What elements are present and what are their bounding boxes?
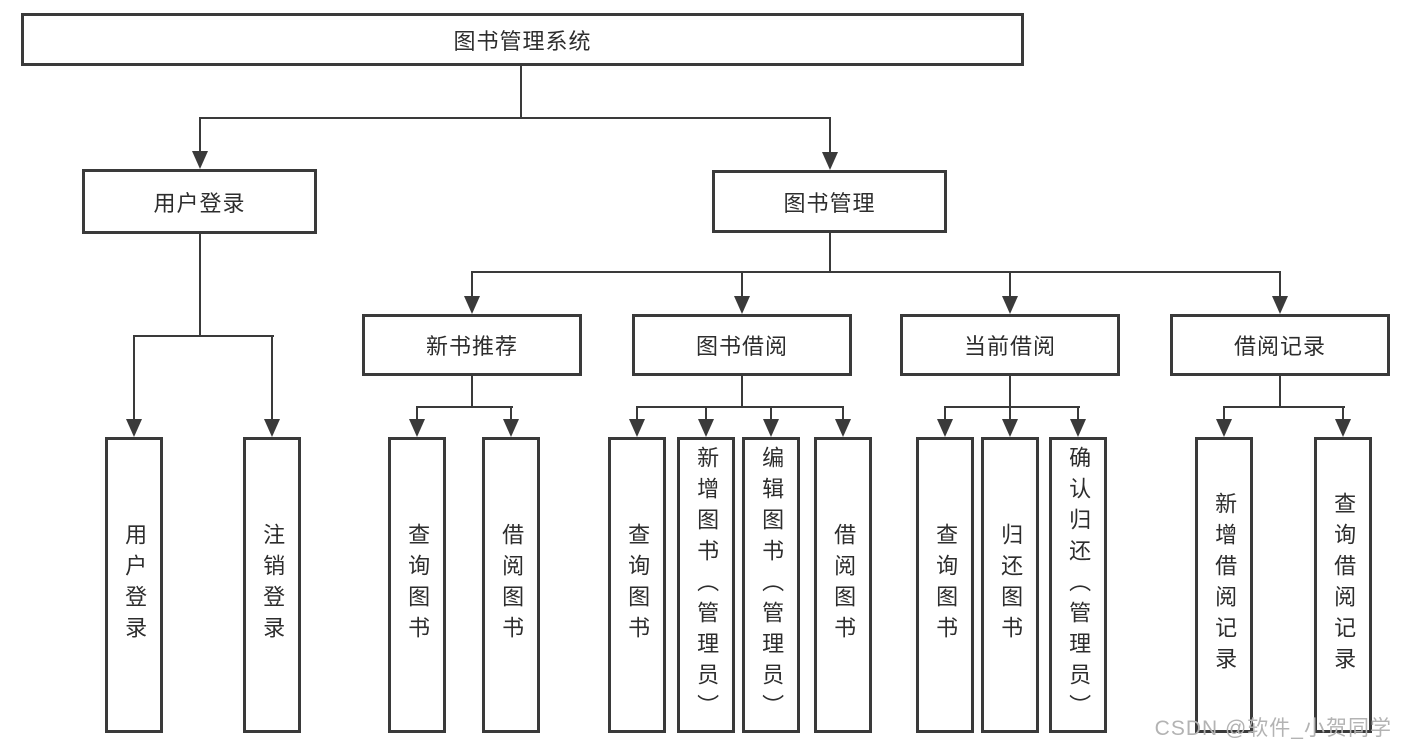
node-current-borrow-label: 当前借阅 bbox=[963, 334, 1056, 359]
connector-root-branch bbox=[199, 117, 831, 119]
arrow-down-icon bbox=[937, 419, 953, 437]
node-leaf-add-books-admin: 新增图书（管理员） bbox=[677, 437, 735, 733]
arrow-down-icon bbox=[1216, 419, 1232, 437]
connector-current-borrow-branch bbox=[944, 406, 1080, 408]
node-leaf-confirm-return-admin: 确认归还（管理员） bbox=[1049, 437, 1107, 733]
node-leaf-label: 查询借阅记录 bbox=[1331, 492, 1357, 678]
arrow-down-icon bbox=[409, 419, 425, 437]
connector-stem-current-borrow bbox=[1009, 272, 1011, 300]
node-book-mgmt: 图书管理 bbox=[712, 170, 947, 233]
node-current-borrow: 当前借阅 bbox=[900, 314, 1120, 376]
arrow-down-icon bbox=[503, 419, 519, 437]
node-user-login: 用户登录 bbox=[82, 169, 317, 234]
connector-stem-leaf bbox=[636, 407, 638, 423]
node-leaf-label: 新增图书（管理员） bbox=[694, 445, 720, 725]
node-new-book-rec-label: 新书推荐 bbox=[425, 334, 518, 359]
node-leaf-label: 查询图书 bbox=[625, 523, 651, 647]
node-leaf-label: 确认归还（管理员） bbox=[1066, 445, 1092, 725]
connector-stem-leaf bbox=[271, 336, 273, 423]
node-leaf-label: 归还图书 bbox=[998, 523, 1024, 647]
arrow-down-icon bbox=[763, 419, 779, 437]
connector-book-mgmt-stem bbox=[829, 233, 831, 272]
node-borrow-records: 借阅记录 bbox=[1170, 314, 1390, 376]
node-leaf-query-books-3: 查询图书 bbox=[916, 437, 974, 733]
node-leaf-label: 借阅图书 bbox=[499, 523, 525, 647]
node-leaf-user-login: 用户登录 bbox=[105, 437, 163, 733]
arrow-down-icon bbox=[822, 152, 838, 170]
node-leaf-query-books-1: 查询图书 bbox=[388, 437, 446, 733]
connector-stem-leaf bbox=[944, 407, 946, 423]
connector-user-login-branch bbox=[133, 335, 274, 337]
connector-borrow-records-branch bbox=[1223, 406, 1345, 408]
connector-stem-book-mgmt bbox=[829, 118, 831, 156]
connector-stem-leaf bbox=[770, 407, 772, 423]
arrow-down-icon bbox=[192, 151, 208, 169]
node-leaf-label: 查询图书 bbox=[405, 523, 431, 647]
connector-level3-branch bbox=[471, 271, 1281, 273]
connector-stem-book-borrow bbox=[741, 272, 743, 300]
node-leaf-add-borrow-record: 新增借阅记录 bbox=[1195, 437, 1253, 733]
connector-root-stem bbox=[520, 66, 522, 118]
connector-stem-new-book bbox=[471, 272, 473, 300]
node-borrow-records-label: 借阅记录 bbox=[1233, 334, 1326, 359]
arrow-down-icon bbox=[1335, 419, 1351, 437]
arrow-down-icon bbox=[1002, 296, 1018, 314]
arrow-down-icon bbox=[264, 419, 280, 437]
node-leaf-label: 借阅图书 bbox=[831, 523, 857, 647]
arrow-down-icon bbox=[126, 419, 142, 437]
node-book-borrow: 图书借阅 bbox=[632, 314, 852, 376]
node-leaf-logout: 注销登录 bbox=[243, 437, 301, 733]
connector-user-login-stem bbox=[199, 234, 201, 336]
arrow-down-icon bbox=[1002, 419, 1018, 437]
connector-new-book-branch bbox=[416, 406, 513, 408]
connector-new-book-stem bbox=[471, 376, 473, 407]
arrow-down-icon bbox=[629, 419, 645, 437]
connector-stem-leaf bbox=[705, 407, 707, 423]
node-leaf-query-books-2: 查询图书 bbox=[608, 437, 666, 733]
connector-stem-user-login bbox=[199, 118, 201, 155]
node-leaf-query-borrow-record: 查询借阅记录 bbox=[1314, 437, 1372, 733]
node-leaf-label: 查询图书 bbox=[933, 523, 959, 647]
node-library-system: 图书管理系统 bbox=[21, 13, 1024, 66]
arrow-down-icon bbox=[1070, 419, 1086, 437]
connector-stem-leaf bbox=[1342, 407, 1344, 423]
node-leaf-borrow-books-1: 借阅图书 bbox=[482, 437, 540, 733]
connector-stem-leaf bbox=[842, 407, 844, 423]
connector-borrow-records-stem bbox=[1279, 376, 1281, 407]
node-leaf-label: 注销登录 bbox=[260, 523, 286, 647]
node-leaf-edit-books-admin: 编辑图书（管理员） bbox=[742, 437, 800, 733]
node-book-mgmt-label: 图书管理 bbox=[783, 190, 876, 216]
node-user-login-label: 用户登录 bbox=[153, 190, 246, 216]
arrow-down-icon bbox=[698, 419, 714, 437]
connector-stem-leaf bbox=[133, 336, 135, 423]
connector-stem-leaf bbox=[510, 407, 512, 423]
arrow-down-icon bbox=[835, 419, 851, 437]
node-leaf-return-books: 归还图书 bbox=[981, 437, 1039, 733]
arrow-down-icon bbox=[734, 296, 750, 314]
connector-book-borrow-stem bbox=[741, 376, 743, 407]
connector-book-borrow-branch bbox=[636, 406, 844, 408]
node-leaf-borrow-books-2: 借阅图书 bbox=[814, 437, 872, 733]
csdn-watermark: CSDN @软件_小贺同学 bbox=[1154, 717, 1392, 740]
connector-stem-leaf bbox=[1009, 407, 1011, 423]
node-leaf-label: 编辑图书（管理员） bbox=[759, 445, 785, 725]
arrow-down-icon bbox=[1272, 296, 1288, 314]
arrow-down-icon bbox=[464, 296, 480, 314]
node-leaf-label: 新增借阅记录 bbox=[1212, 492, 1238, 678]
node-leaf-label: 用户登录 bbox=[122, 523, 148, 647]
node-new-book-rec: 新书推荐 bbox=[362, 314, 582, 376]
connector-stem-leaf bbox=[416, 407, 418, 423]
connector-stem-borrow-records bbox=[1279, 272, 1281, 300]
connector-current-borrow-stem bbox=[1009, 376, 1011, 407]
node-book-borrow-label: 图书借阅 bbox=[695, 334, 788, 359]
connector-stem-leaf bbox=[1223, 407, 1225, 423]
connector-stem-leaf bbox=[1077, 407, 1079, 423]
node-library-system-label: 图书管理系统 bbox=[453, 28, 592, 54]
